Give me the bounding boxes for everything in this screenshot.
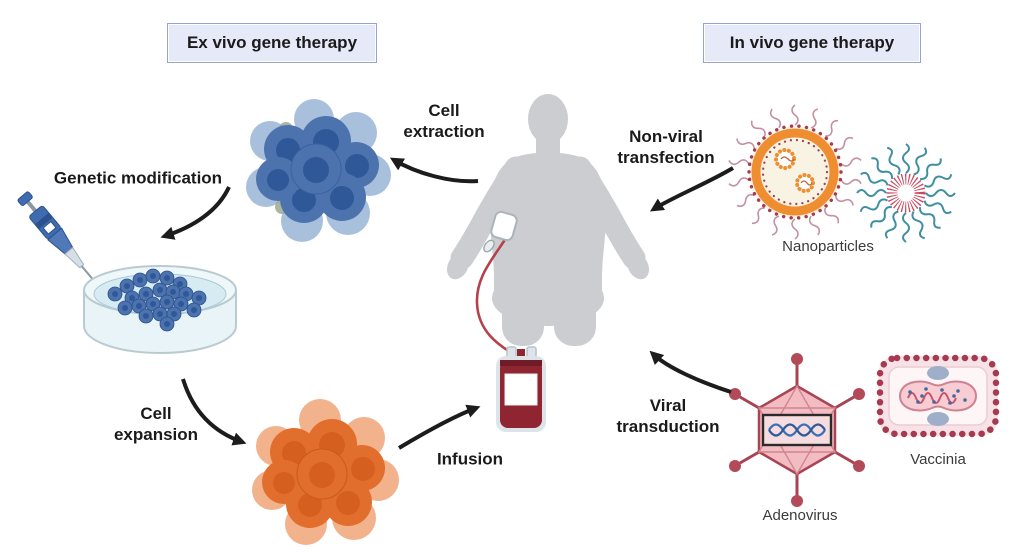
adenovirus-caption: Adenovirus (762, 507, 838, 524)
cell-expansion-label: Cell expansion (113, 403, 199, 444)
ex-vivo-title: Ex vivo gene therapy (186, 33, 358, 52)
arrow-cell-extraction (389, 157, 479, 184)
lipid-nanoparticle-icon (727, 104, 863, 240)
arrow-cell-expansion (181, 378, 247, 446)
vaccinia-particle-icon (876, 354, 1000, 438)
adenovirus-icon (729, 353, 865, 507)
blue-cell-cluster-icon (246, 99, 391, 242)
petri-dish-cells (107, 268, 207, 332)
viral-transduction-label: Viral transduction (616, 395, 720, 436)
infusion-label: Infusion (436, 449, 504, 469)
orange-cell-cluster-icon (252, 399, 399, 545)
arrow-infusion (397, 404, 481, 450)
genetic-modification-label: Genetic modification (53, 168, 223, 188)
non-viral-transfection-label: Non-viral transfection (617, 126, 715, 167)
cell-extraction-label: Cell extraction (403, 100, 485, 141)
in-vivo-title-box: In vivo gene therapy (703, 23, 921, 63)
arrow-viral-transduction (649, 350, 732, 394)
nanoparticles-caption: Nanoparticles (782, 238, 874, 255)
petri-dish-icon (83, 265, 237, 354)
polymeric-micelle-icon (856, 143, 956, 243)
blood-bag-icon (496, 346, 546, 432)
human-body-icon (446, 94, 650, 346)
arrow-non-viral-transfection (649, 166, 735, 212)
in-vivo-title: In vivo gene therapy (729, 33, 895, 52)
arrow-genetic-modification (160, 186, 231, 240)
ex-vivo-title-box: Ex vivo gene therapy (167, 23, 377, 63)
micropipette-icon (17, 191, 106, 295)
iv-line-icon (475, 210, 518, 357)
vaccinia-caption: Vaccinia (910, 451, 966, 468)
